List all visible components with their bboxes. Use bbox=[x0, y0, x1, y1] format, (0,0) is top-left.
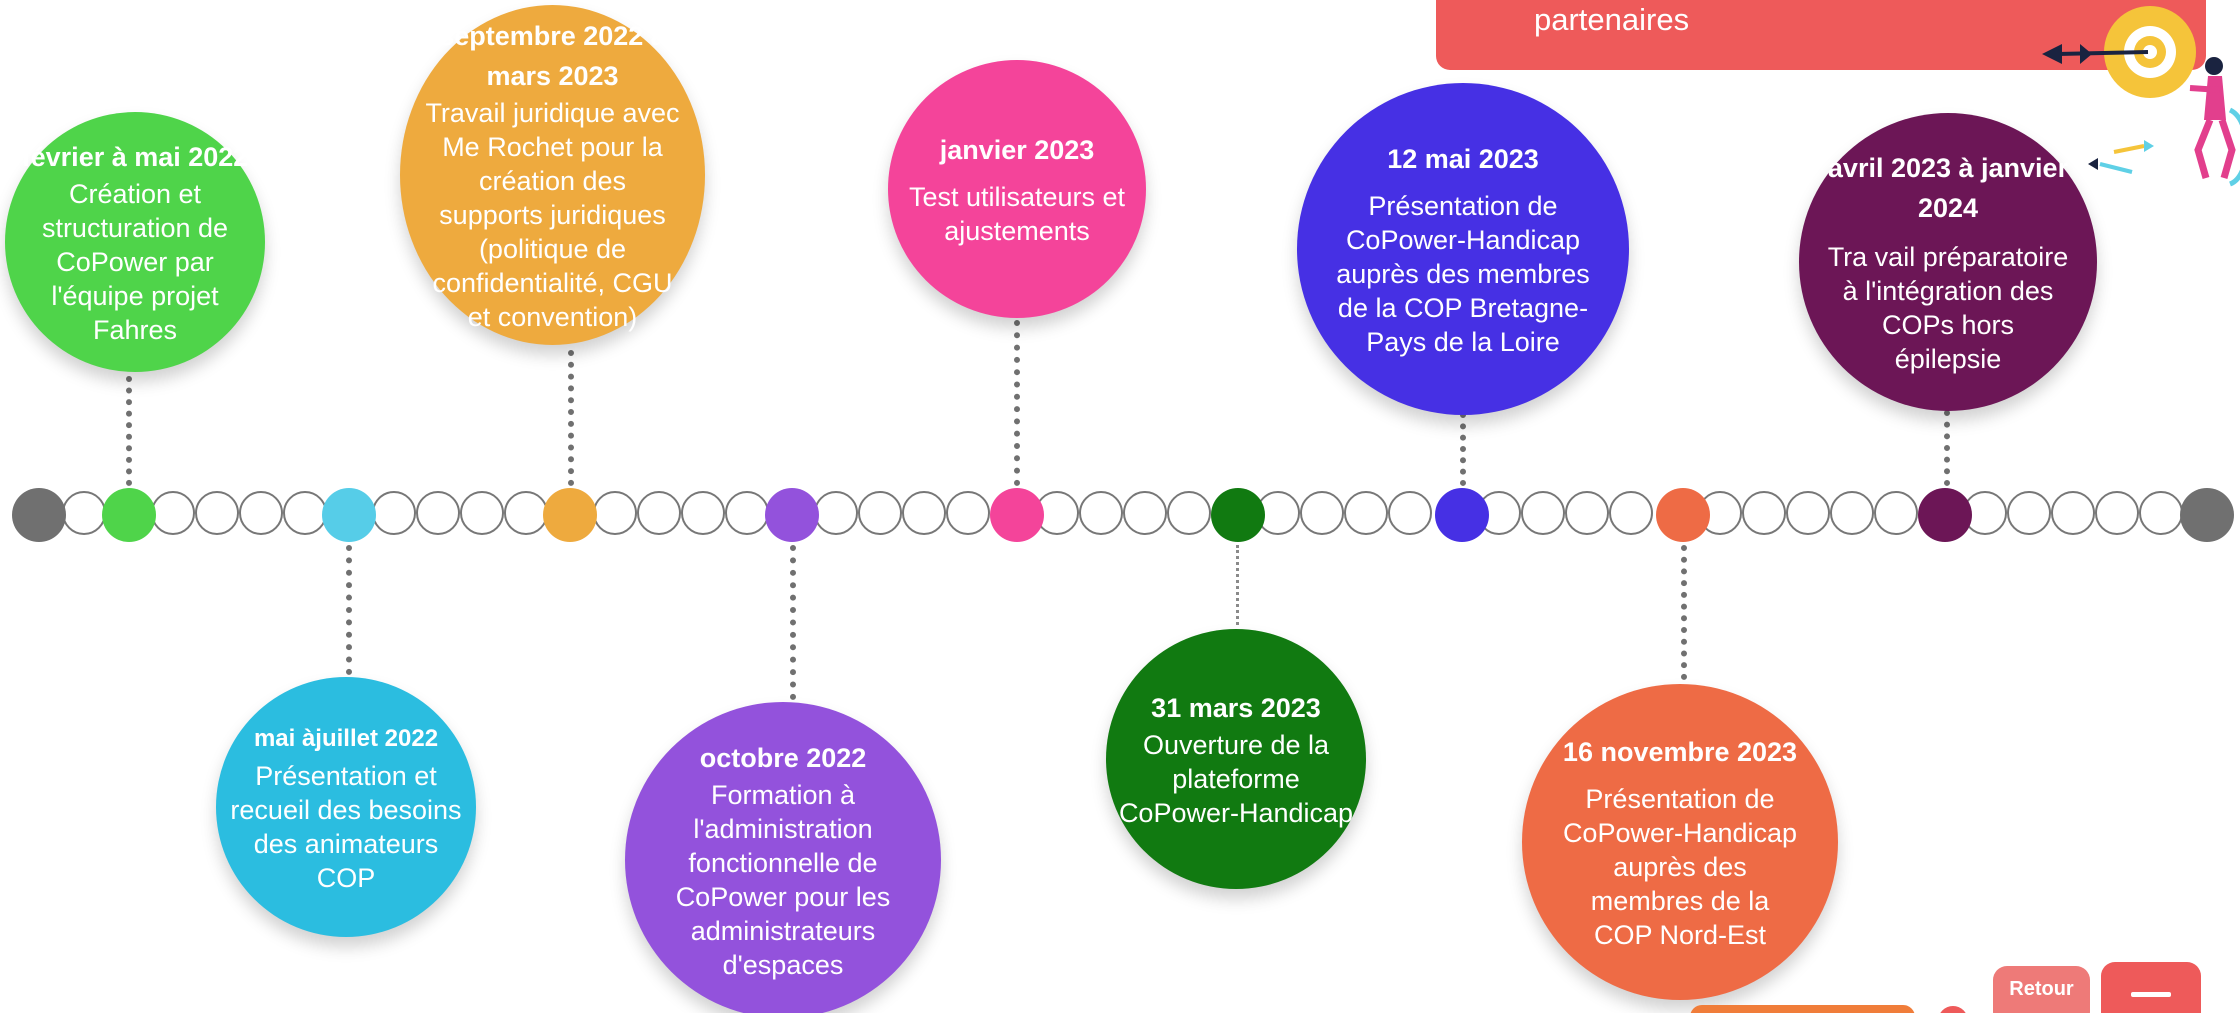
event-bubble-e9: avril 2023 à janvier 2024 Tra vail prépa… bbox=[1799, 113, 2097, 411]
timeline-ring bbox=[1786, 491, 1830, 535]
event-description: Ouverture de la plateforme CoPower-Handi… bbox=[1118, 730, 1354, 828]
timeline-node-e2[interactable] bbox=[322, 488, 376, 542]
timeline-node-e6[interactable] bbox=[1211, 488, 1265, 542]
event-date: octobre 2022 bbox=[699, 743, 867, 773]
timeline-ring bbox=[195, 491, 239, 535]
timeline-ring bbox=[1123, 491, 1167, 535]
event-description: Présentation de CoPower-Handicap auprès … bbox=[1336, 191, 1590, 357]
timeline-node-e3[interactable] bbox=[543, 488, 597, 542]
event-date: septembre 2022 à mars 2023 bbox=[439, 21, 666, 91]
connector-line bbox=[346, 545, 352, 675]
connector-line bbox=[1460, 412, 1466, 486]
connector-line bbox=[1944, 410, 1950, 486]
back-button-label: Retour bbox=[2009, 978, 2074, 1000]
connector-line bbox=[1236, 545, 1239, 625]
event-date: janvier 2023 bbox=[939, 135, 1095, 165]
timeline-ring bbox=[725, 491, 769, 535]
connector-line bbox=[126, 376, 132, 486]
timeline-ring bbox=[2007, 491, 2051, 535]
connector-line bbox=[790, 545, 796, 700]
timeline-node-e9[interactable] bbox=[1918, 488, 1972, 542]
event-date: février à mai 2022 bbox=[21, 142, 249, 172]
connector-line bbox=[1681, 545, 1687, 680]
timeline-end-node bbox=[2180, 488, 2234, 542]
bottom-tab[interactable] bbox=[1690, 1005, 1915, 1013]
event-description: Présentation de CoPower-Handicap auprès … bbox=[1562, 784, 1798, 950]
timeline-start-node bbox=[12, 488, 66, 542]
event-description: Formation à l'administration fonctionnel… bbox=[675, 780, 891, 980]
timeline-node-e5[interactable] bbox=[990, 488, 1044, 542]
banner-title: partenaires bbox=[1534, 2, 1690, 37]
event-description: Tra vail préparatoire à l'intégration de… bbox=[1827, 242, 2069, 374]
timeline-node-e7[interactable] bbox=[1435, 488, 1489, 542]
event-bubble-e2: mai àjuillet 2022 Présentation et recuei… bbox=[216, 677, 476, 937]
timeline-ring bbox=[1167, 491, 1211, 535]
event-description: Création et structuration de CoPower par… bbox=[41, 179, 229, 345]
event-bubble-e3: septembre 2022 à mars 2023 Travail jurid… bbox=[400, 5, 705, 345]
bottom-dot-button[interactable] bbox=[1938, 1006, 1968, 1013]
timeline-ring bbox=[62, 491, 106, 535]
timeline-ring bbox=[283, 491, 327, 535]
event-date: 31 mars 2023 bbox=[1151, 693, 1321, 723]
timeline-ring bbox=[1830, 491, 1874, 535]
timeline-ring bbox=[637, 491, 681, 535]
timeline-ring bbox=[681, 491, 725, 535]
event-bubble-e1: février à mai 2022 Création et structura… bbox=[5, 112, 265, 372]
event-date: avril 2023 à janvier 2024 bbox=[1827, 153, 2069, 223]
event-description: Travail juridique avec Me Rochet pour la… bbox=[425, 98, 680, 332]
connector-line bbox=[568, 350, 574, 486]
timeline-ring bbox=[1565, 491, 1609, 535]
event-date: 12 mai 2023 bbox=[1387, 144, 1539, 174]
timeline-ring bbox=[1521, 491, 1565, 535]
timeline-ring bbox=[593, 491, 637, 535]
archer-target-illustration bbox=[2042, 6, 2240, 187]
timeline-ring bbox=[1609, 491, 1653, 535]
menu-icon bbox=[2131, 992, 2171, 997]
timeline-ring bbox=[2051, 491, 2095, 535]
timeline-ring bbox=[2139, 491, 2183, 535]
timeline-ring bbox=[1300, 491, 1344, 535]
timeline-ring bbox=[1742, 491, 1786, 535]
connector-line bbox=[1014, 320, 1020, 486]
timeline-ring bbox=[372, 491, 416, 535]
timeline-node-e8[interactable] bbox=[1656, 488, 1710, 542]
menu-button[interactable] bbox=[2101, 962, 2201, 1013]
timeline-ring bbox=[814, 491, 858, 535]
timeline-node-e1[interactable] bbox=[102, 488, 156, 542]
event-bubble-e8: 16 novembre 2023 Présentation de CoPower… bbox=[1522, 684, 1838, 1000]
event-bubble-e6: 31 mars 2023 Ouverture de la plateforme … bbox=[1106, 629, 1366, 889]
timeline-ring bbox=[151, 491, 195, 535]
top-banner: partenaires bbox=[1436, 0, 2206, 70]
event-bubble-e4: octobre 2022 Formation à l'administratio… bbox=[625, 702, 941, 1013]
event-date: mai àjuillet 2022 bbox=[253, 725, 439, 752]
timeline-ring bbox=[946, 491, 990, 535]
timeline-ring bbox=[504, 491, 548, 535]
timeline-ring bbox=[416, 491, 460, 535]
back-button[interactable]: Retour bbox=[1993, 966, 2090, 1013]
timeline-ring bbox=[1874, 491, 1918, 535]
event-description: Test utilisateurs et ajustements bbox=[908, 182, 1126, 246]
event-bubble-e5: janvier 2023 Test utilisateurs et ajuste… bbox=[888, 60, 1146, 318]
timeline-ring bbox=[858, 491, 902, 535]
timeline-ring bbox=[902, 491, 946, 535]
event-date: 16 novembre 2023 bbox=[1562, 737, 1798, 767]
timeline-ring bbox=[2095, 491, 2139, 535]
timeline-ring bbox=[1344, 491, 1388, 535]
timeline-ring bbox=[460, 491, 504, 535]
timeline-ring bbox=[1079, 491, 1123, 535]
event-description: Présentation et recueil des besoins des … bbox=[230, 761, 462, 893]
event-bubble-e7: 12 mai 2023 Présentation de CoPower-Hand… bbox=[1297, 83, 1629, 415]
timeline-ring bbox=[1388, 491, 1432, 535]
timeline-node-e4[interactable] bbox=[765, 488, 819, 542]
timeline-ring bbox=[239, 491, 283, 535]
